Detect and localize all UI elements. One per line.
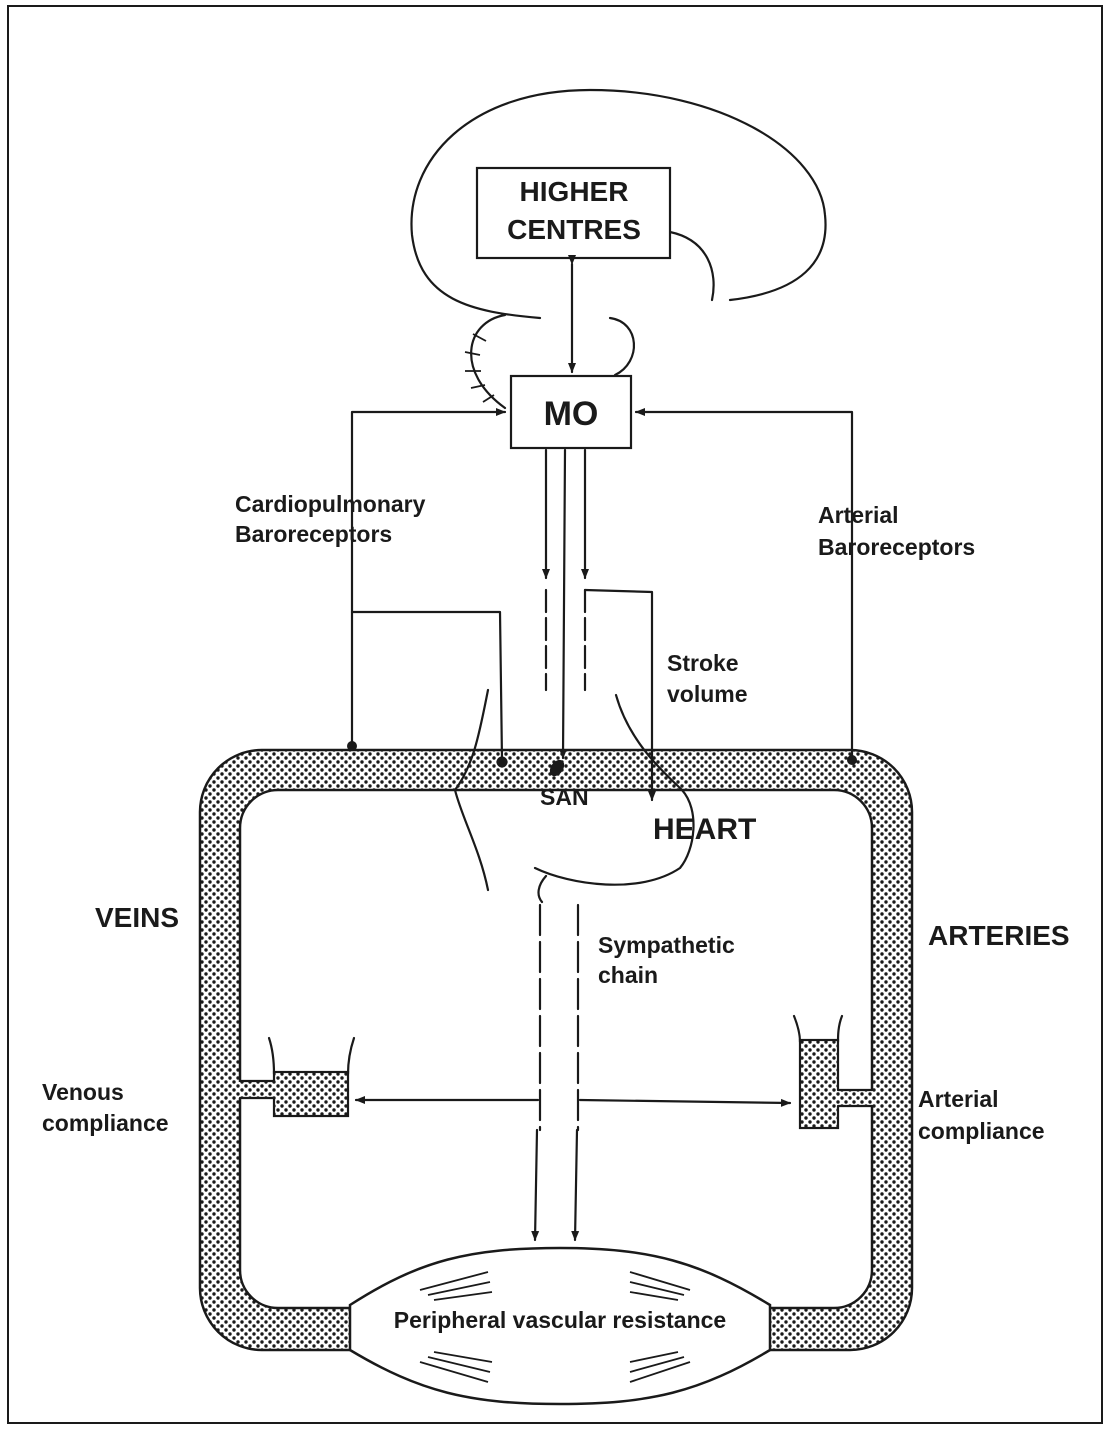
sympathetic-chain-line1: Sympathetic [598, 932, 735, 958]
arterial-baroreceptors-line1: Arterial [818, 502, 899, 528]
mo-label: MO [544, 395, 599, 433]
cerebellum-outline [470, 313, 507, 410]
venous-compliance-line1: Venous [42, 1079, 124, 1105]
brain-outline [410, 88, 827, 410]
cardiopulmonary-label-line1: Cardiopulmonary [235, 491, 426, 517]
venous-compliance-chamber [234, 1036, 356, 1118]
stroke-volume-line2: volume [667, 681, 748, 707]
stroke-volume-line1: Stroke [667, 650, 739, 676]
arterial-compliance-line2: compliance [918, 1118, 1045, 1144]
arterial-pathway [634, 408, 857, 765]
arteries-label: ARTERIES [928, 920, 1070, 951]
cardiopulmonary-label-line2: Baroreceptors [235, 521, 392, 547]
venous-compliance-line2: compliance [42, 1110, 169, 1136]
cardiopulmonary-pathway [347, 408, 508, 768]
higher-centres-line1: HIGHER [520, 176, 629, 207]
higher-centres-box [475, 166, 672, 260]
sympathetic-chain-line2: chain [598, 962, 658, 988]
vessel-loop [198, 748, 914, 1352]
mo-box [509, 374, 633, 450]
vagal-nerves [542, 448, 656, 802]
frame-border [7, 5, 1103, 1424]
peripheral-resistance-label: Peripheral vascular resistance [394, 1307, 726, 1333]
arterial-baroreceptors-line2: Baroreceptors [818, 534, 975, 560]
san-label: SAN [540, 784, 589, 810]
higher-centres-line2: CENTRES [507, 214, 641, 245]
veins-label: VEINS [95, 902, 179, 933]
peripheral-resistance-vessel [348, 1246, 772, 1406]
heart-label: HEART [653, 813, 756, 846]
arterial-compliance-chamber [792, 1014, 876, 1130]
heart-outline [453, 688, 695, 904]
sympathetic-chain [354, 903, 792, 1242]
arterial-compliance-line1: Arterial [918, 1086, 999, 1112]
